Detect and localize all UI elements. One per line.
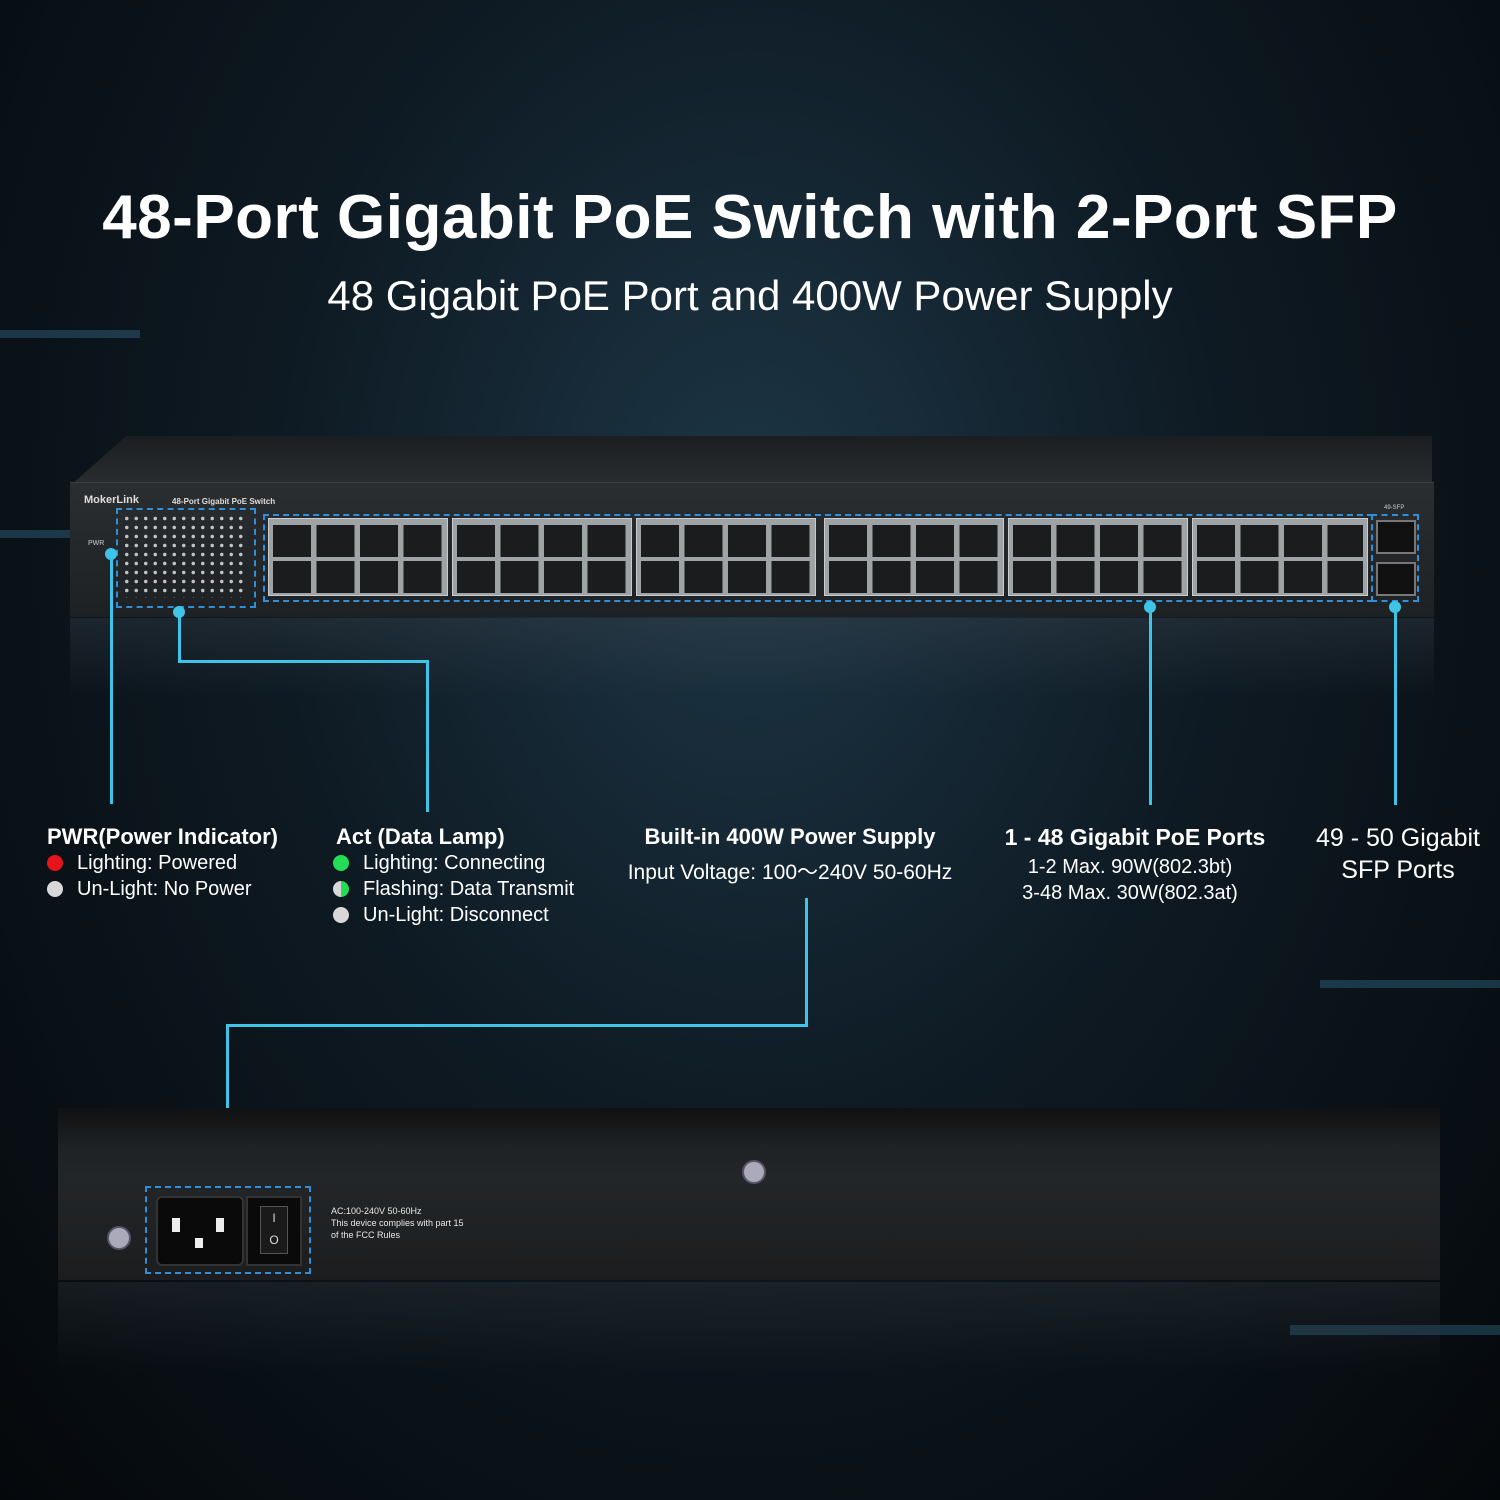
rear-reflection: [58, 1282, 1440, 1372]
power-switch[interactable]: I O: [246, 1196, 302, 1266]
poe-ports-line2: 3-48 Max. 30W(802.3at): [1022, 882, 1238, 904]
pwr-legend-item: Un-Light: No Power: [47, 878, 252, 901]
port-group: [824, 518, 1004, 596]
switch-on-label: I: [272, 1211, 276, 1225]
port-group: [1192, 518, 1368, 596]
led-off-icon: [333, 907, 349, 923]
leader-line-power: [226, 1024, 808, 1027]
ground-screw-icon: [107, 1226, 131, 1250]
power-inlet: [156, 1196, 244, 1266]
poe-ports-line1: 1-2 Max. 90W(802.3bt): [1027, 856, 1233, 878]
act-legend-item: Un-Light: Disconnect: [333, 904, 549, 927]
screw-icon: [742, 1160, 766, 1184]
rear-rating-label: AC:100-240V 50-60Hz This device complies…: [331, 1206, 464, 1240]
act-heading: Act (Data Lamp): [336, 824, 505, 849]
port-group: [636, 518, 816, 596]
led-highlight-box: [116, 508, 256, 608]
sfp-port: [1376, 520, 1416, 554]
leader-line-power: [226, 1024, 229, 1174]
leader-line-power: [805, 898, 808, 1026]
sfp-ports-line1: 49 - 50 Gigabit: [1316, 824, 1480, 852]
power-supply-heading: Built-in 400W Power Supply: [644, 824, 936, 849]
led-off-icon: [47, 881, 63, 897]
leader-line-act: [178, 612, 181, 662]
switch-off-label: O: [269, 1233, 279, 1247]
rear-top-surface: [58, 1108, 1440, 1144]
pwr-heading: PWR(Power Indicator): [47, 824, 279, 849]
page-subtitle: 48 Gigabit PoE Port and 400W Power Suppl…: [327, 272, 1173, 319]
led-flashing-icon: [333, 881, 349, 897]
bg-stripe: [1290, 1325, 1500, 1335]
leader-line-act: [426, 660, 429, 812]
page-title: 48-Port Gigabit PoE Switch with 2-Port S…: [102, 183, 1398, 252]
sfp-ports-line2: SFP Ports: [1341, 856, 1455, 884]
front-reflection: [70, 618, 1434, 698]
poe-ports-highlight-box: [263, 514, 1373, 602]
leader-line-sfp: [1394, 607, 1397, 805]
port-group: [452, 518, 632, 596]
model-label: 48-Port Gigabit PoE Switch: [172, 497, 276, 506]
brand-logo: MokerLink: [84, 494, 140, 506]
leader-line-act: [178, 660, 429, 663]
switch-top-surface: [72, 436, 1432, 484]
led-panel: [122, 514, 246, 598]
bg-stripe: [0, 330, 140, 338]
power-inlet-highlight-box: [145, 1186, 311, 1274]
led-red-icon: [47, 855, 63, 871]
leader-line-poe: [1149, 607, 1152, 805]
sfp-port: [1376, 562, 1416, 596]
port-group: [1008, 518, 1188, 596]
poe-ports-heading: 1 - 48 Gigabit PoE Ports: [1004, 824, 1266, 850]
bg-stripe: [1320, 980, 1500, 988]
port-group: [268, 518, 448, 596]
leader-line-pwr: [110, 554, 113, 804]
act-legend-item: Lighting: Connecting: [333, 852, 545, 875]
pwr-legend-item: Lighting: Powered: [47, 852, 237, 875]
act-legend-item: Flashing: Data Transmit: [333, 878, 574, 901]
bg-stripe: [0, 530, 70, 538]
power-supply-voltage: Input Voltage: 100～240V 50-60Hz: [627, 861, 953, 884]
led-green-icon: [333, 855, 349, 871]
sfp-highlight-box: [1371, 514, 1419, 602]
pwr-label: PWR: [88, 540, 105, 547]
sfp-label: 49-SFP: [1384, 505, 1405, 511]
